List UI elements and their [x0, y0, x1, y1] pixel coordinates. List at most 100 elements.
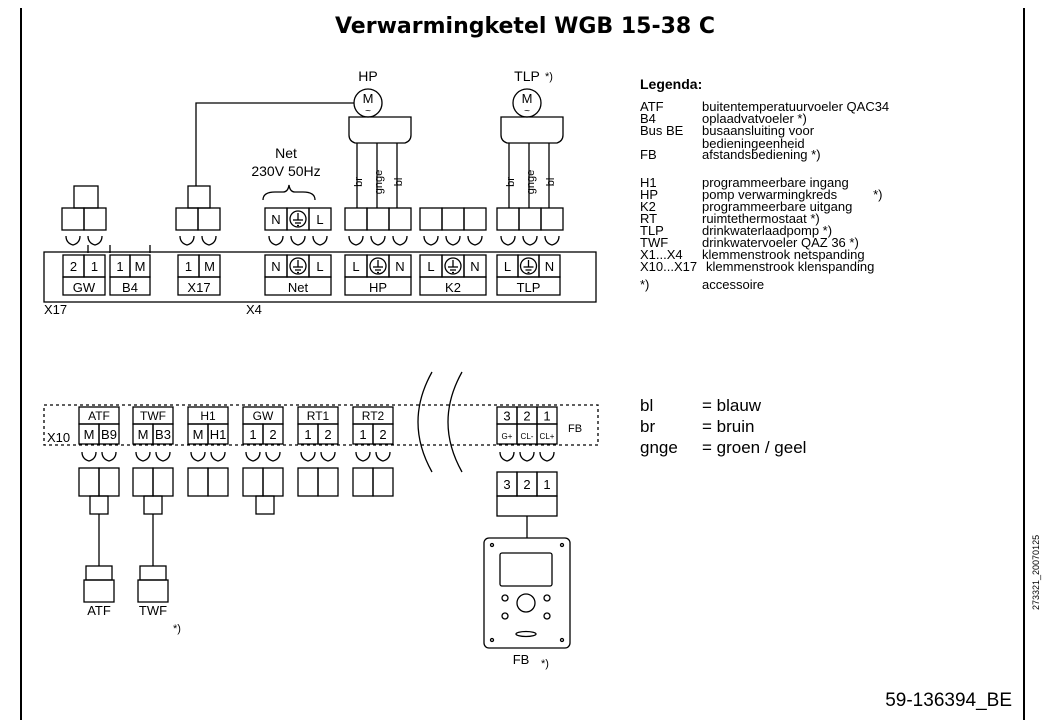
bus-label-fb: FB [568, 423, 582, 435]
bottom-spring [355, 451, 371, 462]
legend-text: programmeerbare uitgang [702, 199, 853, 214]
fb-plug-body [496, 495, 558, 517]
wire-color-label: br [353, 177, 365, 187]
bottom-plug [132, 467, 154, 497]
terminal-pin-label: L [316, 259, 323, 274]
top-group-label-box-gw [62, 276, 106, 296]
earth-symbol [289, 257, 307, 275]
bottom-plug [317, 467, 339, 497]
remote-screw [489, 542, 495, 548]
terminal-pin-label: 1 [249, 427, 256, 442]
bottom-plug [372, 467, 394, 497]
legend-text: oplaadvatvoeler *) [702, 111, 807, 126]
top-spring [268, 235, 284, 246]
top-spring [65, 235, 81, 246]
top-spring [87, 235, 103, 246]
sensor-plug-tail [143, 495, 163, 515]
color-code: br [640, 417, 656, 436]
top-plug [344, 207, 368, 231]
bottom-plug [78, 467, 100, 497]
bottom-plug [152, 467, 174, 497]
terminal-pin-label: 3 [503, 409, 510, 424]
motor-terminal-box [500, 116, 564, 144]
legend-text-continued: bedieningeenheid [702, 136, 805, 151]
plug-header-gw [73, 185, 99, 209]
motor-symbol: M [363, 91, 374, 106]
bottom-terminal-twf [152, 423, 174, 445]
top-group-label-box-hp [344, 276, 412, 296]
plug-header-x17 [187, 185, 211, 209]
top-plug [83, 207, 107, 231]
strip-label-x10: X10 [47, 430, 70, 445]
remote-button [501, 594, 509, 602]
top-group-label-b4: B4 [122, 280, 138, 295]
bottom-terminal-rt2 [372, 423, 394, 445]
supply-brace [262, 184, 316, 201]
legend-text: drinkwaterlaadpomp *) [702, 223, 833, 238]
fb-spring [539, 451, 555, 462]
fb-signal-label: CL+ [540, 432, 555, 441]
earth-symbol [444, 257, 462, 275]
color-legend-entry: gnge= groen / geel [640, 438, 806, 458]
motor-symbol: M [522, 91, 533, 106]
bottom-spring [81, 451, 97, 462]
document-number: 59-136394_BE [885, 690, 1012, 711]
remote-button [543, 612, 551, 620]
break-mark [417, 371, 433, 473]
strip-label-x17: X17 [44, 302, 67, 317]
terminal-pin-label: 2 [523, 409, 530, 424]
top-plug [540, 207, 564, 231]
bottom-terminal-rt1 [317, 423, 339, 445]
wire-color-label: br [505, 177, 517, 187]
terminal-pin-label: B9 [101, 427, 117, 442]
legend-text: accessoire [702, 277, 765, 292]
earth-symbol [369, 257, 387, 275]
legend-key: RT [640, 211, 658, 226]
top-plug [366, 207, 390, 231]
supply-label: Net [275, 145, 297, 161]
bottom-group-label-rt1: RT1 [307, 409, 330, 423]
fb-spring [519, 451, 535, 462]
legend-key: K2 [640, 199, 656, 214]
sensor-label-twf: TWF [139, 603, 167, 618]
bottom-plug [98, 467, 120, 497]
remote-screw [559, 542, 565, 548]
terminal-pin-label: N [395, 259, 404, 274]
strip-label-x4: X4 [246, 302, 262, 317]
terminal-pin-label: M [84, 427, 95, 442]
bottom-group-label-h1: H1 [200, 409, 216, 423]
terminal-pin-label: 1 [185, 259, 192, 274]
top-spring [423, 235, 439, 246]
remote-label: FB [513, 652, 530, 667]
top-group-label-tlp: TLP [517, 280, 541, 295]
net-plug-pin [308, 207, 332, 231]
remote-button [501, 612, 509, 620]
top-spring [467, 235, 483, 246]
fb-signal-label: CL- [521, 432, 534, 441]
top-plug [175, 207, 199, 231]
color-meaning: = bruin [702, 417, 755, 436]
bottom-terminal-atf [98, 423, 120, 445]
top-spring [348, 235, 364, 246]
sensor-head-twf [139, 565, 167, 581]
legend-entry: K2 programmeerbare uitgang [640, 200, 852, 213]
bottom-group-label-twf: TWF [140, 409, 166, 423]
supply-label: 230V 50Hz [251, 163, 320, 179]
top-group-label-box-x17 [177, 276, 221, 296]
top-spring [500, 235, 516, 246]
top-group-label-net: Net [288, 280, 309, 295]
bus-wire-hp-x17 [195, 102, 354, 186]
remote-slot [515, 630, 537, 638]
bottom-spring [155, 451, 171, 462]
legend-key: *) [640, 277, 650, 292]
bottom-spring [265, 451, 281, 462]
bottom-plug [187, 467, 209, 497]
remote-knob [516, 593, 536, 613]
top-plug [61, 207, 85, 231]
